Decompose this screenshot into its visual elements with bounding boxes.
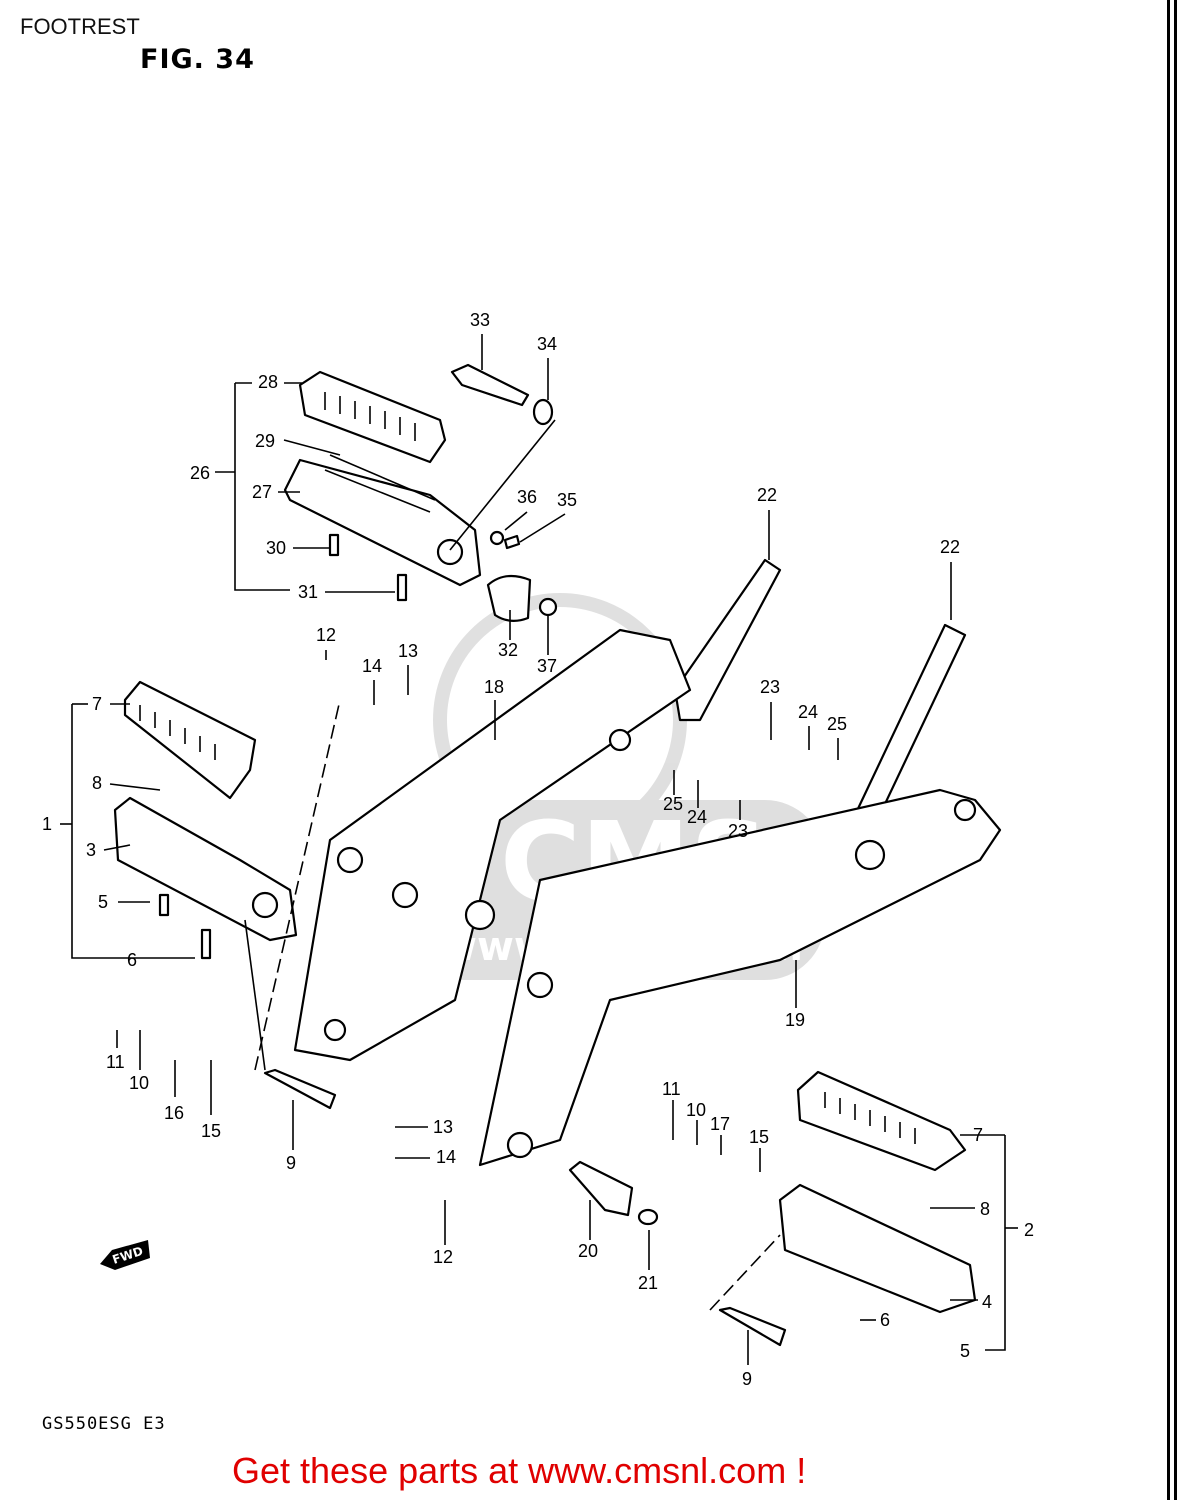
callout-25a: 25 [827,714,847,734]
figure-label: FIG. 34 [140,44,255,75]
model-code: GS550ESG E3 [42,1414,166,1434]
callout-20: 20 [578,1241,598,1261]
callout-19: 19 [785,1010,805,1030]
callout-28: 28 [258,372,278,392]
callout-13a: 13 [398,641,418,661]
page-edge-border [1167,0,1177,1500]
callout-26: 26 [190,463,210,483]
left-footrest-assembly [113,680,337,1110]
section-title: FOOTREST [20,14,140,39]
callout-10b: 10 [686,1100,706,1120]
callout-16: 16 [164,1103,184,1123]
callout-14b: 14 [436,1147,456,1167]
callout-13b: 13 [433,1117,453,1137]
callout-7a: 7 [92,694,102,714]
callout-23a: 23 [760,677,780,697]
callout-2: 2 [1024,1220,1034,1240]
callout-25b: 25 [663,794,683,814]
leader-lines [60,334,1018,1365]
callout-15a: 15 [201,1121,221,1141]
callout-27: 27 [252,482,272,502]
callout-23b: 23 [728,821,748,841]
callout-12a: 12 [316,625,336,645]
callout-34: 34 [537,334,557,354]
callout-11b: 11 [662,1079,681,1099]
parts-shop-link[interactable]: Get these parts at www.cmsnl.com ! [232,1450,807,1491]
callout-21: 21 [638,1273,658,1293]
callout-24b: 24 [687,807,707,827]
callout-36: 36 [517,487,537,507]
right-footrest-assembly [568,1070,977,1347]
callout-29: 29 [255,431,275,451]
callout-22b: 22 [940,537,960,557]
callout-30: 30 [266,538,286,558]
callout-1: 1 [42,814,52,834]
callout-9b: 9 [742,1369,752,1389]
callout-10a: 10 [129,1073,149,1093]
callout-9a: 9 [286,1153,296,1173]
callout-12b: 12 [433,1247,453,1267]
callout-18: 18 [484,677,504,697]
callout-5b: 5 [960,1341,970,1361]
callout-35: 35 [557,490,577,510]
fwd-arrow-icon: FWD [100,1240,150,1270]
callout-6a: 6 [127,950,137,970]
callout-8b: 8 [980,1199,990,1219]
callout-5a: 5 [98,892,108,912]
callout-6b: 6 [880,1310,890,1330]
callout-15b: 15 [749,1127,769,1147]
callout-33: 33 [470,310,490,330]
frame-19 [478,788,1002,1167]
callout-22a: 22 [757,485,777,505]
callout-32: 32 [498,640,518,660]
callout-3: 3 [86,840,96,860]
rear-footrest-assembly [283,363,558,622]
bracket-22-left [673,558,782,722]
callout-8a: 8 [92,773,102,793]
callout-11a: 11 [106,1052,125,1072]
callout-17: 17 [710,1114,730,1134]
frame-18 [293,628,692,1062]
callout-labels: 33 34 28 29 26 27 36 35 30 31 22 22 32 3… [42,310,1034,1389]
callout-14a: 14 [362,656,382,676]
callout-4: 4 [982,1292,992,1312]
callout-31: 31 [298,582,318,602]
callout-24a: 24 [798,702,818,722]
callout-37: 37 [537,656,557,676]
